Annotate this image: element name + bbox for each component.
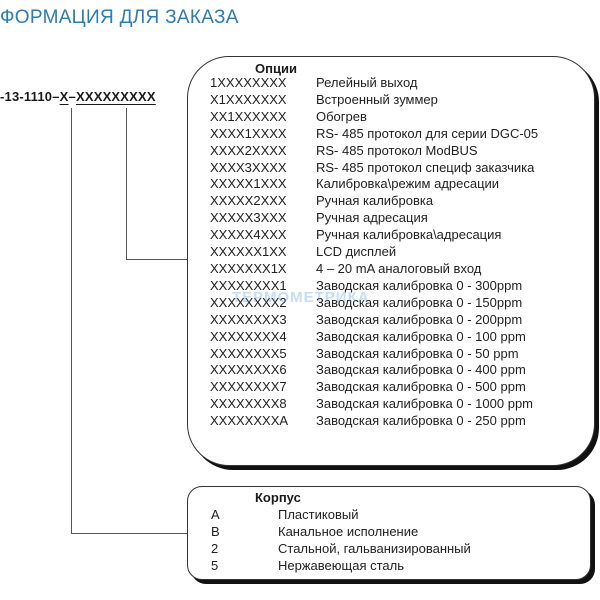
list-item: XXXX2XXXX RS- 485 протокол ModBUS bbox=[210, 143, 538, 160]
housing-connector-vertical bbox=[71, 108, 72, 534]
option-code: XXXXXXX1X bbox=[210, 260, 287, 276]
option-code: XXXXXXXX8 bbox=[210, 396, 287, 412]
option-description: Заводская калибровка 0 - 1000 ppm bbox=[316, 396, 534, 412]
option-description: Стальной, гальванизированный bbox=[278, 540, 471, 556]
option-code: 2 bbox=[211, 540, 219, 556]
list-item: XXXXXXXX7 Заводская калибровка 0 - 500 pp… bbox=[210, 379, 538, 396]
list-item: XXXXX4XXX Ручная калибровка\адресация bbox=[210, 227, 538, 244]
option-code: XXXXXXXX6 bbox=[210, 362, 287, 378]
options-connector-vertical bbox=[126, 108, 127, 260]
option-description: RS- 485 протокол для серии DGC-05 bbox=[316, 125, 539, 141]
list-item: XXXX1XXXX RS- 485 протокол для серии DGC-… bbox=[210, 126, 538, 143]
model-code-housing-field: X bbox=[59, 89, 69, 104]
option-code: XXXXX2XXX bbox=[210, 193, 287, 209]
option-code: A bbox=[211, 507, 220, 522]
list-item: XXXXXXXX8 Заводская калибровка 0 - 1000 p… bbox=[210, 396, 538, 413]
option-description: RS- 485 протокол ModBUS bbox=[316, 142, 478, 158]
option-description: Заводская калибровка 0 - 200ppm bbox=[316, 311, 523, 327]
model-code-separator: – bbox=[68, 89, 76, 104]
option-description: Заводская калибровка 0 - 250 ppm bbox=[316, 413, 526, 429]
option-description: Заводская калибровка 0 - 50 ppm bbox=[316, 345, 519, 361]
option-code: XXXXXXXX4 bbox=[210, 328, 287, 344]
list-item: XXXXX1XXX Калибровка\режим адресации bbox=[210, 176, 538, 193]
option-code: B bbox=[211, 523, 220, 539]
option-description: Нержавеющая сталь bbox=[278, 557, 404, 573]
option-code: XXXXXXXXA bbox=[210, 413, 289, 429]
option-code: XXXX3XXXX bbox=[210, 159, 287, 175]
list-item: XXXXX2XXX Ручная калибровка bbox=[210, 193, 538, 210]
option-code: XXXXXXXX3 bbox=[210, 311, 287, 327]
list-item: XXXX3XXXX RS- 485 протокол специф заказчи… bbox=[210, 160, 538, 177]
list-item: XXXXXXXXA Заводская калибровка 0 - 250 pp… bbox=[210, 413, 538, 430]
option-description: Обогрев bbox=[316, 108, 367, 124]
option-description: Ручная калибровка bbox=[316, 193, 434, 209]
option-description: Ручная адресация bbox=[316, 210, 428, 226]
option-description: Встроенный зуммер bbox=[316, 91, 438, 107]
list-item: XXXXXXXX3 Заводская калибровка 0 - 200ppm bbox=[210, 312, 538, 329]
list-item: XX1XXXXXX Обогрев bbox=[210, 109, 538, 126]
option-description: Заводская калибровка 0 - 500 ppm bbox=[316, 379, 526, 395]
option-code: XX1XXXXXX bbox=[210, 108, 287, 124]
option-description: Заводская калибровка 0 - 400 ppm bbox=[316, 362, 526, 378]
list-item: B Канальное исполнение bbox=[211, 524, 471, 541]
list-item: X1XXXXXXX Встроенный зуммер bbox=[210, 92, 538, 109]
options-box-title: Опции bbox=[255, 61, 297, 76]
list-item: XXXXXXXX6 Заводская калибровка 0 - 400 pp… bbox=[210, 362, 538, 379]
list-item: XXXXXXXX1 Заводская калибровка 0 - 300ppm bbox=[210, 278, 538, 295]
list-item: XXXXXXXX2 Заводская калибровка 0 - 150ppm bbox=[210, 295, 538, 312]
list-item: XXXXX3XXX Ручная адресация bbox=[210, 210, 538, 227]
options-connector-horizontal bbox=[126, 259, 188, 260]
option-code: XXXXX3XXX bbox=[210, 210, 287, 226]
housing-connector-horizontal bbox=[71, 533, 188, 534]
option-description: Заводская калибровка 0 - 100 ppm bbox=[316, 328, 526, 344]
option-code: XXXXX1XXX bbox=[210, 176, 287, 192]
list-item: XXXXXXX1X 4 – 20 mA аналоговый вход bbox=[210, 261, 538, 278]
option-code: XXXXXXXX1 bbox=[210, 277, 287, 293]
option-code: X1XXXXXXX bbox=[210, 91, 287, 107]
option-description: Пластиковый bbox=[278, 507, 359, 522]
model-code-prefix: -13-1110– bbox=[0, 89, 60, 104]
option-description: Заводская калибровка 0 - 300ppm bbox=[316, 277, 523, 293]
option-code: XXXXXXXX5 bbox=[210, 345, 287, 361]
option-description: Релейный выход bbox=[316, 75, 418, 90]
option-description: Ручная калибровка\адресация bbox=[316, 227, 502, 243]
option-code: XXXXXXXX7 bbox=[210, 379, 287, 395]
model-code-options-field: XXXXXXXXX bbox=[75, 89, 156, 104]
list-item: 1XXXXXXXX Релейный выход bbox=[210, 75, 538, 92]
list-item: 5 Нержавеющая сталь bbox=[211, 558, 471, 575]
option-description: Калибровка\режим адресации bbox=[316, 176, 500, 192]
list-item: XXXXXX1XX LCD дисплей bbox=[210, 244, 538, 261]
option-code: 1XXXXXXXX bbox=[210, 75, 287, 90]
option-description: Канальное исполнение bbox=[278, 523, 419, 539]
page-title: ФОРМАЦИЯ ДЛЯ ЗАКАЗА bbox=[0, 7, 239, 28]
list-item: A Пластиковый bbox=[211, 507, 471, 524]
option-code: XXXXXX1XX bbox=[210, 244, 287, 260]
option-code: 5 bbox=[211, 557, 219, 573]
option-description: LCD дисплей bbox=[316, 244, 397, 260]
option-code: XXXX1XXXX bbox=[210, 125, 287, 141]
option-code: XXXX2XXXX bbox=[210, 142, 287, 158]
housing-box-title: Корпус bbox=[255, 490, 301, 505]
option-description: Заводская калибровка 0 - 150ppm bbox=[316, 294, 523, 310]
option-description: 4 – 20 mA аналоговый вход bbox=[316, 260, 482, 276]
option-code: XXXXXXXX2 bbox=[210, 294, 287, 310]
list-item: XXXXXXXX5 Заводская калибровка 0 - 50 ppm bbox=[210, 346, 538, 363]
option-code: XXXXX4XXX bbox=[210, 227, 287, 243]
model-code: -13-1110–X–XXXXXXXXX bbox=[0, 89, 156, 104]
list-item: XXXXXXXX4 Заводская калибровка 0 - 100 pp… bbox=[210, 329, 538, 346]
option-description: RS- 485 протокол специф заказчика bbox=[316, 159, 535, 175]
list-item: 2 Стальной, гальванизированный bbox=[211, 541, 471, 558]
